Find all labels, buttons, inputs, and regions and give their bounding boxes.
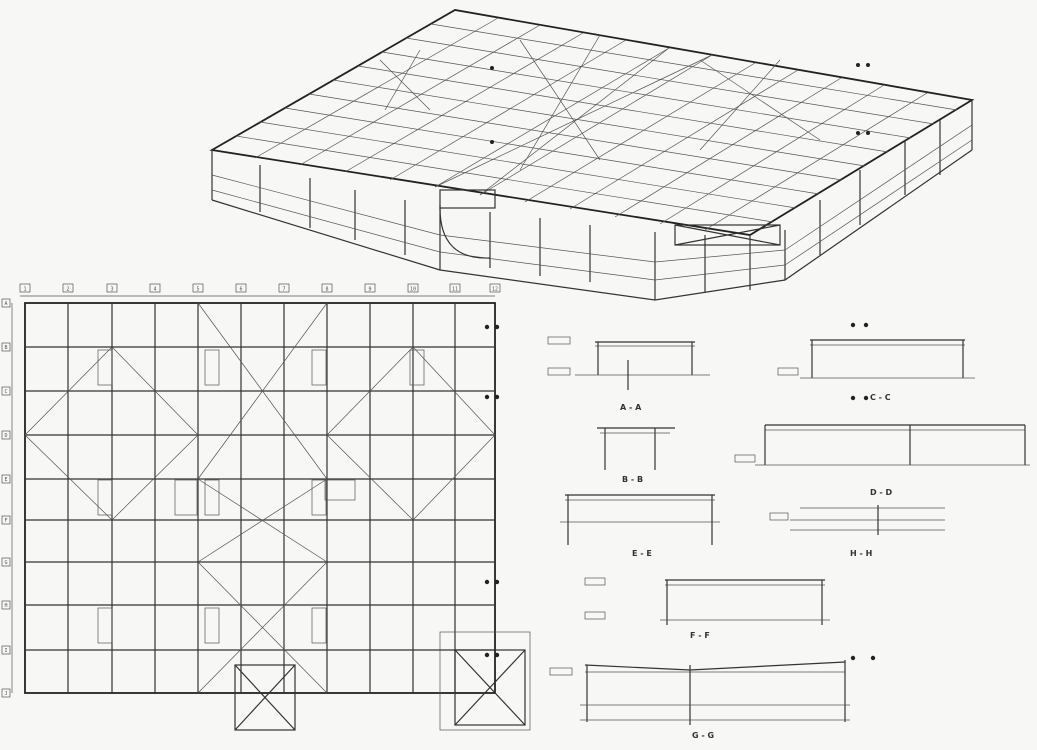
row-bubble: [1, 515, 11, 525]
section-g: G - G: [549, 660, 850, 740]
row-bubble-label: F: [4, 518, 7, 524]
row-bubble: [1, 557, 11, 567]
column-bubble: [235, 283, 247, 293]
column-bubble: [106, 283, 118, 293]
column-bubble-label: 9: [368, 287, 371, 293]
row-bubble: [1, 600, 11, 610]
wall-girts: [211, 124, 973, 281]
plan-horizontal-grid: [25, 346, 495, 651]
section-g-label: G - G: [692, 731, 714, 740]
plan-bracing: [24, 302, 496, 694]
row-bubble-label: I: [4, 648, 7, 654]
row-grid-bubbles: A B C D E F G H I J: [1, 298, 11, 698]
section-c-label: C - C: [870, 393, 891, 402]
column-bubble: [192, 283, 204, 293]
front-columns: [211, 100, 973, 300]
column-bubble-label: 4: [153, 287, 156, 293]
section-b-label: B - B: [622, 475, 643, 484]
column-bubble: [149, 283, 161, 293]
isometric-frame-view: [209, 9, 975, 301]
row-bubble-label: H: [4, 603, 7, 609]
column-bubble-label: 11: [452, 287, 458, 293]
column-details: [97, 349, 425, 644]
section-b: B - B: [597, 427, 675, 484]
column-bubble-label: 8: [325, 287, 328, 293]
section-e: E - E: [560, 494, 720, 558]
column-bubble: [278, 283, 290, 293]
section-a-label: A - A: [620, 403, 642, 412]
section-h: H - H: [769, 505, 945, 558]
section-f-label: F - F: [690, 631, 710, 640]
plan-entrance: [234, 631, 531, 731]
row-bubble-label: C: [4, 389, 7, 395]
row-bubble: [1, 430, 11, 440]
column-bubble: [489, 283, 501, 293]
entrance-frames: [439, 189, 781, 259]
column-bubble-label: 1: [23, 287, 26, 293]
column-bubble: [321, 283, 333, 293]
section-h-label: H - H: [850, 549, 872, 558]
row-bubble-label: B: [4, 345, 7, 351]
row-bubble-label: E: [4, 477, 7, 483]
row-bubble: [1, 342, 11, 352]
base-outline: [211, 149, 973, 301]
view-markers: [490, 63, 870, 144]
section-e-label: E - E: [632, 549, 652, 558]
section-c: C - C: [777, 339, 975, 402]
row-bubble: [1, 298, 11, 308]
roof-grid-b: [235, 23, 958, 223]
column-bubble-label: 3: [110, 287, 113, 293]
column-bubble-label: 7: [282, 287, 285, 293]
row-bubble: [1, 645, 11, 655]
roof-grid-a: [254, 17, 928, 231]
row-bubble-label: G: [4, 560, 7, 566]
section-d: D - D: [734, 424, 1030, 497]
column-bubble-label: 6: [239, 287, 242, 293]
roof-bracing: [379, 34, 821, 196]
row-bubble-label: D: [4, 433, 7, 439]
column-bubble: [62, 283, 74, 293]
column-bubble-label: 2: [66, 287, 69, 293]
section-a: A - A: [547, 336, 710, 412]
plan-outline: [24, 302, 496, 694]
column-bubble-label: 12: [492, 287, 498, 293]
row-bubble-label: A: [4, 301, 7, 307]
row-bubble: [1, 688, 11, 698]
section-markers: [850, 322, 876, 661]
section-views: A - A B - B C - C: [547, 322, 1030, 740]
row-bubble: [1, 386, 11, 396]
column-bubble: [407, 283, 419, 293]
row-bubble: [1, 474, 11, 484]
column-bubble: [449, 283, 461, 293]
column-bubble: [364, 283, 376, 293]
column-bubble-label: 10: [410, 287, 416, 293]
column-bubble-label: 5: [196, 287, 199, 293]
plan-markers: [484, 324, 500, 658]
section-d-label: D - D: [870, 488, 893, 497]
section-f: F - F: [584, 577, 830, 640]
row-bubble-label: J: [4, 691, 7, 697]
column-bubble: [19, 283, 31, 293]
